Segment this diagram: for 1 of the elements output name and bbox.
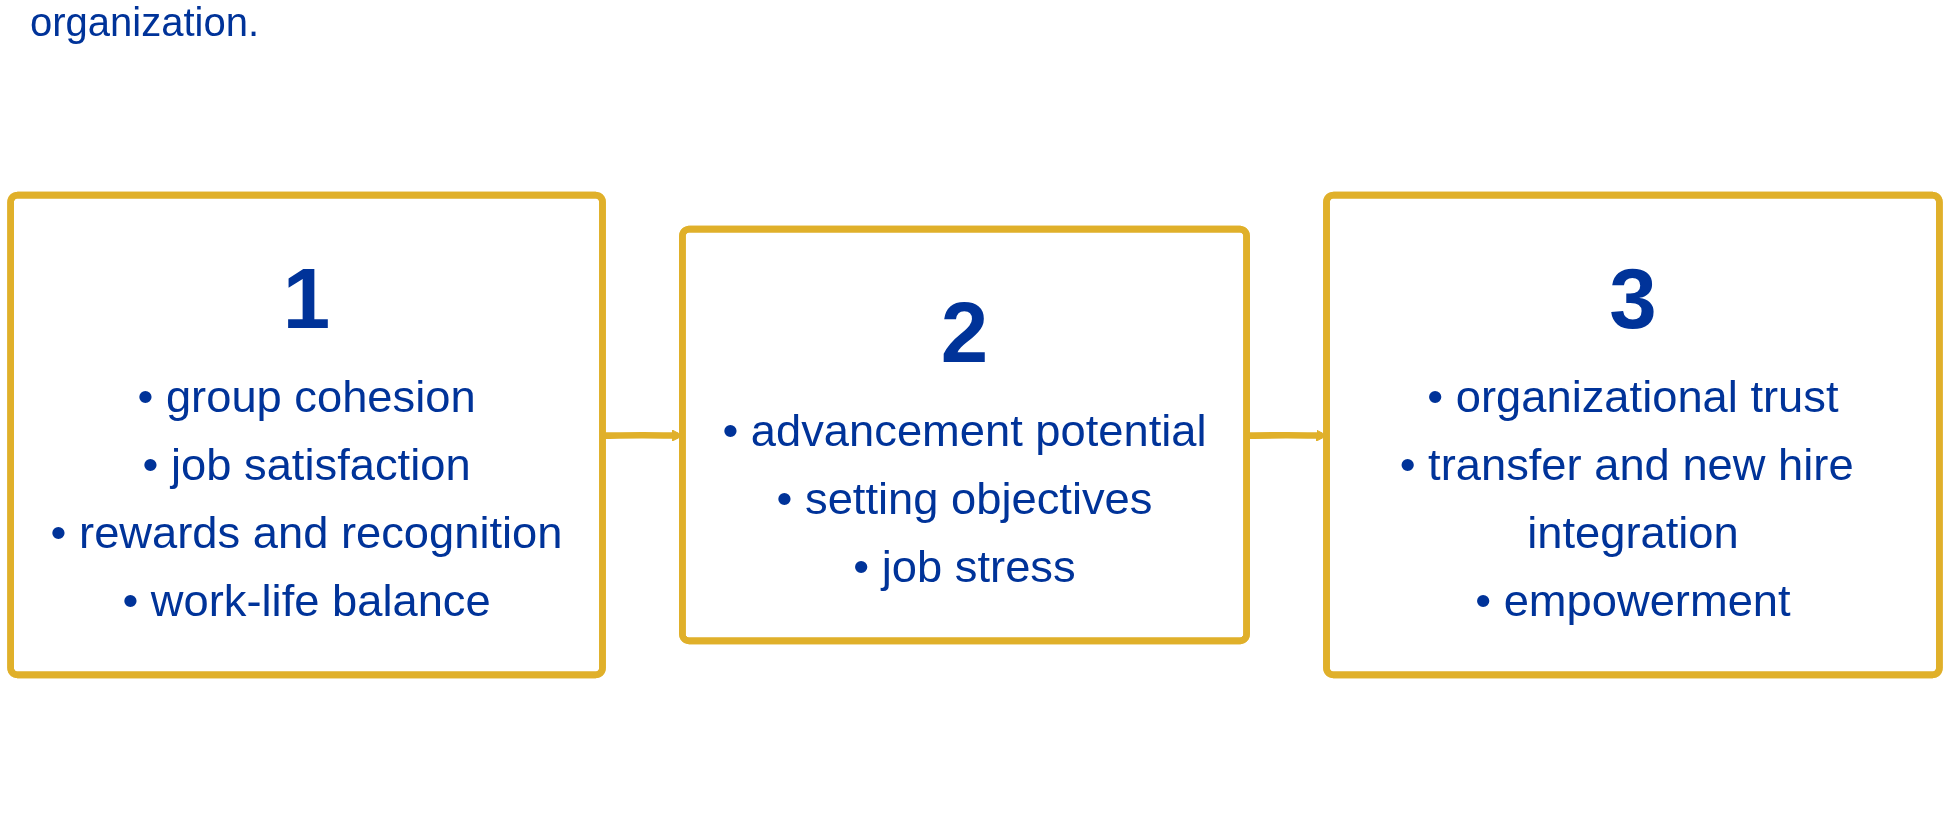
note-text: organization. [30,0,260,45]
